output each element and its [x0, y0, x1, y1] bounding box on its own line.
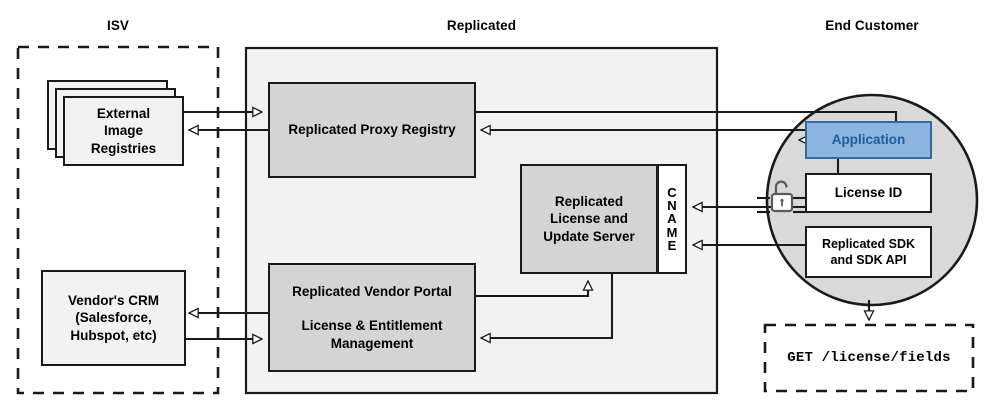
registries-line-3: Registries: [90, 140, 157, 156]
cname-letter-a: A: [667, 211, 677, 227]
vendors-crm[interactable]: Vendor's CRM (Salesforce, Hubspot, etc): [41, 270, 186, 366]
replicated-proxy-registry[interactable]: Replicated Proxy Registry: [268, 82, 476, 178]
cname-letter-e: E: [667, 237, 677, 253]
replicated-license-and-update-server[interactable]: Replicated License and Update Server: [520, 164, 658, 274]
replicated-vendor-portal[interactable]: Replicated Vendor Portal License & Entit…: [268, 263, 476, 372]
vendor-portal-sub-2: Management: [330, 335, 414, 351]
zone-title-isv: ISV: [106, 18, 130, 33]
zone-title-end-customer: End Customer: [825, 18, 919, 33]
cname-strip[interactable]: C N A M E: [657, 164, 687, 274]
connector-license-server-to-portal: [481, 274, 614, 338]
external-image-registries[interactable]: External Image Registries: [63, 96, 184, 166]
license-id-label: License ID: [834, 185, 903, 201]
application-box[interactable]: Application: [805, 121, 932, 159]
license-server-line-1: Replicated: [554, 193, 624, 209]
unlocked-padlock-icon: [770, 180, 794, 213]
crm-line-1: Vendor's CRM: [68, 292, 159, 308]
connector-portal-to-license-server: [475, 281, 588, 298]
cname-letter-c: C: [667, 184, 677, 200]
application-label: Application: [831, 132, 906, 148]
api-call-dashed-box: [763, 323, 975, 393]
vendor-portal-sub-1: License & Entitlement: [301, 318, 443, 334]
api-call-label: GET /license/fields: [787, 350, 951, 366]
isv-zone-box: [16, 45, 220, 395]
vendor-portal-title: Replicated Vendor Portal: [292, 283, 452, 299]
license-id-box[interactable]: License ID: [805, 173, 932, 213]
crm-line-2: (Salesforce,: [75, 310, 152, 326]
replicated-sdk-box[interactable]: Replicated SDK and SDK API: [805, 226, 932, 278]
cname-letter-m: M: [666, 224, 678, 240]
license-server-line-3: Update Server: [543, 228, 635, 244]
sdk-line-1: Replicated SDK: [821, 236, 916, 251]
cname-letter-n: N: [667, 198, 677, 214]
crm-line-3: Hubspot, etc): [70, 327, 157, 343]
sdk-line-2: and SDK API: [830, 253, 907, 267]
proxy-registry-label: Replicated Proxy Registry: [288, 122, 456, 138]
license-server-line-2: License and: [549, 211, 628, 227]
registries-line-1: External: [96, 105, 151, 121]
zone-title-replicated: Replicated: [446, 18, 517, 33]
registries-line-2: Image: [103, 123, 144, 139]
api-call-label-wrap: GET /license/fields: [765, 325, 973, 391]
